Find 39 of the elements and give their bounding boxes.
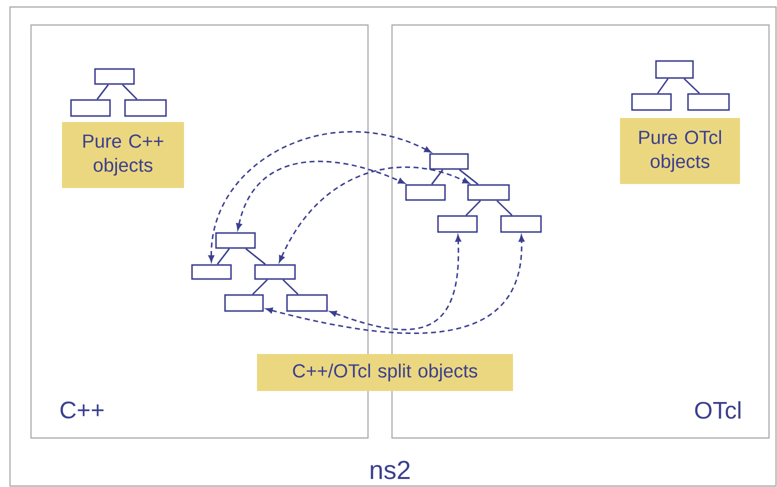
label-box: Pure OTcl objects	[620, 118, 740, 184]
connector-line	[431, 169, 444, 185]
object-box	[70, 99, 111, 117]
frame-label: ns2	[370, 460, 410, 480]
object-box	[631, 93, 672, 111]
object-box	[124, 99, 167, 117]
object-box	[437, 215, 478, 233]
object-box	[687, 93, 730, 111]
object-box	[254, 264, 296, 280]
dashed-arrow	[330, 234, 462, 330]
object-box	[224, 294, 264, 312]
panel-label: C++	[60, 402, 104, 418]
dashed-arrow	[236, 160, 405, 230]
object-box	[655, 60, 694, 79]
object-box	[94, 68, 135, 85]
label-box: Pure C++ objects	[62, 122, 184, 188]
connector-line	[245, 248, 266, 265]
object-box	[429, 153, 469, 170]
object-box	[467, 184, 510, 201]
connector-line	[282, 279, 298, 295]
connector-line	[216, 248, 230, 265]
connector-line	[496, 200, 512, 216]
dashed-arrow	[266, 234, 524, 334]
connector-line	[459, 169, 478, 185]
label-box: C++/OTcl split objects	[257, 354, 513, 391]
object-box	[286, 294, 328, 312]
connector-line	[122, 84, 138, 100]
object-box	[500, 215, 542, 233]
connector-line	[466, 200, 481, 216]
connector-line	[657, 78, 669, 94]
panel-label: OTcl	[695, 401, 740, 419]
object-box	[191, 264, 232, 280]
object-box	[405, 184, 446, 201]
connector-line	[684, 78, 700, 94]
dashed-arrow	[278, 166, 470, 262]
dashed-arrow	[208, 131, 432, 262]
connector-line	[96, 84, 109, 100]
object-box	[215, 232, 256, 249]
connector-line	[252, 279, 268, 295]
